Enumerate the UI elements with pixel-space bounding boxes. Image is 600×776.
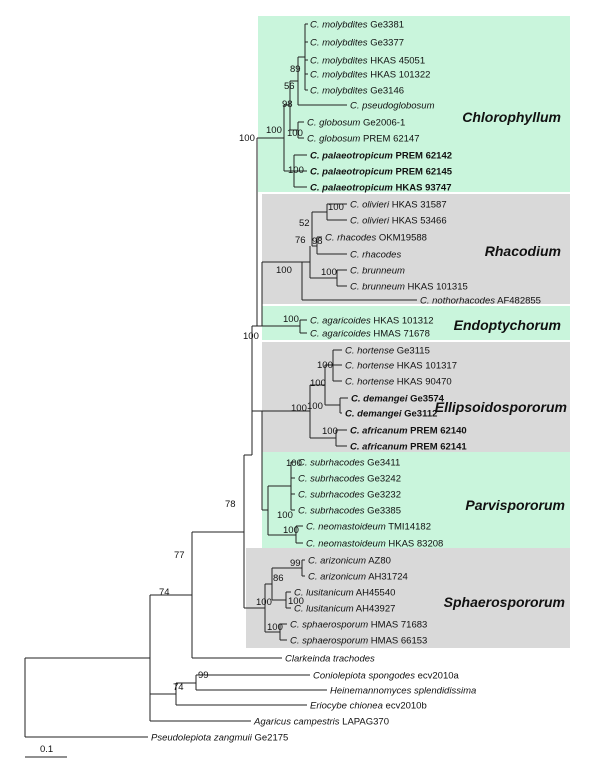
support-value: 98 <box>282 99 293 110</box>
taxon-label: C. globosum Ge2006-1 <box>307 118 405 129</box>
section-box-ellipsoidospororum <box>262 342 570 468</box>
taxon-label: C. molybdites Ge3377 <box>310 38 404 49</box>
taxon-label: C. hortense HKAS 101317 <box>345 361 457 372</box>
taxon-label: C. sphaerosporum HMAS 66153 <box>290 636 427 647</box>
taxon-label: C. brunneum HKAS 101315 <box>350 282 468 293</box>
taxon-label: Coniolepiota spongodes ecv2010a <box>313 671 460 682</box>
support-value: 100 <box>288 596 304 607</box>
section-label-chlorophyllum: Chlorophyllum <box>462 109 561 125</box>
taxon-label: C. agaricoides HKAS 101312 <box>310 316 434 327</box>
taxon-label: Pseudolepiota zangmuii Ge2175 <box>151 733 288 744</box>
taxon-label: Eriocybe chionea ecv2010b <box>310 701 427 712</box>
taxon-label: C. subrhacodes Ge3385 <box>298 506 401 517</box>
taxon-label: Clarkeinda trachodes <box>285 654 375 665</box>
support-value: 100 <box>243 331 259 342</box>
taxon-label: Heinemannomyces splendidissima <box>330 686 476 697</box>
support-value: 74 <box>173 682 184 693</box>
support-value: 77 <box>174 550 185 561</box>
support-value: 100 <box>256 597 272 608</box>
taxon-label: C. rhacodes OKM19588 <box>325 233 427 244</box>
support-value: 100 <box>317 360 333 371</box>
taxon-label: C. olivieri HKAS 53466 <box>350 216 447 227</box>
support-value: 100 <box>277 510 293 521</box>
taxon-label: C. molybdites HKAS 101322 <box>310 70 430 81</box>
section-box-endoptychorum <box>262 306 570 340</box>
taxon-label: C. molybdites Ge3381 <box>310 20 404 31</box>
taxon-label: C. palaeotropicum PREM 62145 <box>310 167 453 178</box>
section-label-ellipsoidospororum: Ellipsoidospororum <box>435 399 567 415</box>
taxon-label: C. sphaerosporum HMAS 71683 <box>290 620 427 631</box>
taxon-label: C. lusitanicum AH45540 <box>294 588 395 599</box>
support-value: 100 <box>288 165 304 176</box>
support-value: 100 <box>307 401 323 412</box>
taxon-label: C. arizonicum AH31724 <box>308 572 408 583</box>
taxon-label: C. africanum PREM 62141 <box>350 442 467 453</box>
support-value: 89 <box>290 64 301 75</box>
support-value: 100 <box>291 403 307 414</box>
section-label-parvispororum: Parvispororum <box>465 497 565 513</box>
taxon-label: C. subrhacodes Ge3411 <box>298 458 400 469</box>
taxon-label: C. palaeotropicum PREM 62142 <box>310 151 452 162</box>
support-value: 100 <box>266 125 282 136</box>
support-value: 100 <box>239 133 255 144</box>
scale-bar-label: 0.1 <box>40 744 53 755</box>
taxon-label: C. subrhacodes Ge3242 <box>298 474 401 485</box>
taxon-label: C. demangei Ge3574 <box>351 394 445 405</box>
support-value: 76 <box>295 235 306 246</box>
support-value: 99 <box>198 670 209 681</box>
support-value: 78 <box>225 499 236 510</box>
section-label-endoptychorum: Endoptychorum <box>454 317 561 333</box>
taxon-label: C. brunneum <box>350 266 405 277</box>
support-value: 56 <box>284 81 295 92</box>
taxon-label: C. palaeotropicum HKAS 93747 <box>310 183 452 194</box>
support-value: 74 <box>159 587 170 598</box>
support-value: 98 <box>312 236 323 247</box>
support-value: 100 <box>287 128 303 139</box>
section-label-rhacodium: Rhacodium <box>485 243 561 259</box>
support-value: 52 <box>299 218 310 229</box>
support-value: 100 <box>283 525 299 536</box>
support-value: 100 <box>286 458 302 469</box>
taxon-label: C. pseudoglobosum <box>350 101 435 112</box>
support-value: 100 <box>276 265 292 276</box>
support-value: 86 <box>273 573 284 584</box>
taxon-label: C. demangei Ge3112 <box>345 409 437 420</box>
taxon-label: C. arizonicum AZ80 <box>308 556 391 567</box>
taxon-label: C. nothorhacodes AF482855 <box>420 296 541 307</box>
support-value: 100 <box>322 426 338 437</box>
taxon-label: C. neomastoideum HKAS 83208 <box>306 539 443 550</box>
taxon-label: C. hortense HKAS 90470 <box>345 377 452 388</box>
section-label-sphaerospororum: Sphaerospororum <box>444 594 565 610</box>
section-box-chlorophyllum <box>258 16 570 192</box>
taxon-label: C. agaricoides HMAS 71678 <box>310 329 430 340</box>
taxon-label: C. lusitanicum AH43927 <box>294 604 395 615</box>
section-box-parvispororum <box>262 452 570 548</box>
section-box-sphaerospororum <box>246 548 570 648</box>
taxon-label: C. africanum PREM 62140 <box>350 426 467 437</box>
taxon-label: C. hortense Ge3115 <box>345 346 430 357</box>
taxon-label: Agaricus campestris LAPAG370 <box>253 717 389 728</box>
taxon-label: C. molybdites HKAS 45051 <box>310 56 425 67</box>
taxon-label: C. neomastoideum TMI14182 <box>306 522 431 533</box>
taxon-label: C. subrhacodes Ge3232 <box>298 490 401 501</box>
taxon-label: C. globosum PREM 62147 <box>307 134 420 145</box>
support-value: 100 <box>310 378 326 389</box>
support-value: 100 <box>321 267 337 278</box>
taxon-label: C. rhacodes <box>350 250 401 261</box>
support-value: 100 <box>328 202 344 213</box>
support-value: 99 <box>290 558 301 569</box>
support-value: 100 <box>283 314 299 325</box>
taxon-label: C. molybdites Ge3146 <box>310 86 404 97</box>
support-value: 100 <box>267 622 283 633</box>
taxon-label: C. olivieri HKAS 31587 <box>350 200 447 211</box>
